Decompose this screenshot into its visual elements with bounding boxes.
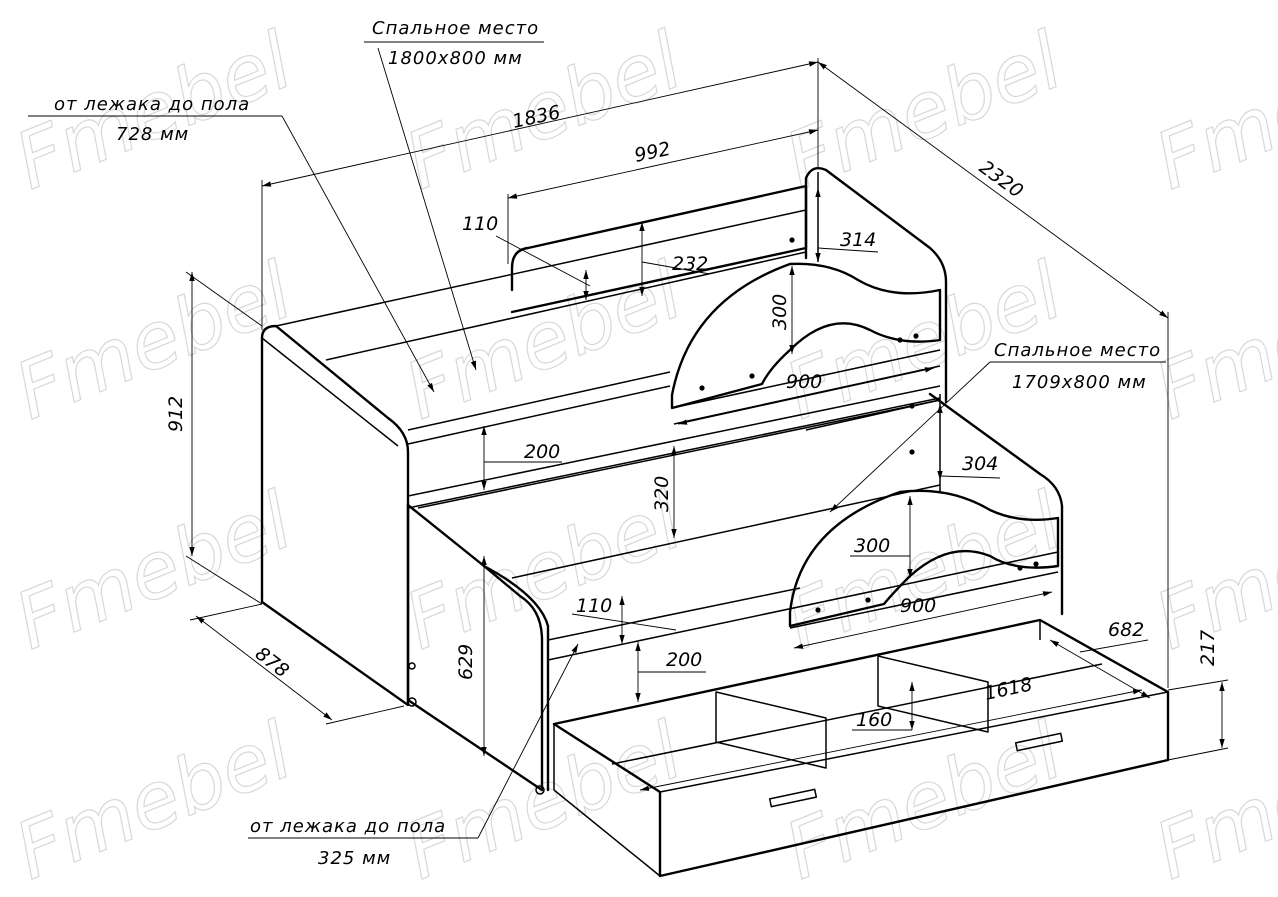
upper-sleep-size: 1800x800 мм (388, 48, 523, 69)
dim-drawer-divider: 160 (856, 709, 892, 731)
dim-lower-bumper-height: 300 (854, 535, 890, 557)
upper-floor-value: 728 мм (116, 124, 189, 145)
lower-sleep-size: 1709x800 мм (1012, 372, 1147, 393)
watermark: Fmebel (3, 246, 304, 437)
dim-between-beds: 320 (651, 476, 673, 512)
watermark: Fmebel (773, 476, 1074, 667)
dim-upper-back: 232 (672, 253, 708, 275)
left-end-panel (260, 324, 410, 707)
dim-width: 878 (251, 643, 293, 683)
dim-headboard-height: 314 (840, 229, 876, 251)
upper-sleep-title: Спальное место (372, 18, 539, 39)
dim-upper-rail: 110 (462, 213, 498, 235)
dimension-labels: 1836 2320 992 912 878 314 110 232 300 90… (165, 101, 1219, 731)
upper-floor-title: от лежака до пола (54, 94, 250, 115)
watermark: Fmebel (393, 706, 694, 897)
dim-lower-rail: 110 (576, 595, 612, 617)
lower-right-headboard (928, 392, 1064, 616)
dimension-lines (28, 41, 1229, 839)
dim-lower-headboard: 304 (962, 453, 998, 475)
dim-backrest-length: 992 (632, 138, 672, 167)
dim-upper-bumper-length: 900 (786, 371, 822, 393)
watermark: Fmebel (393, 246, 694, 437)
dim-drawer-height: 217 (1197, 630, 1219, 666)
notes: Спальное место 1800x800 мм от лежака до … (54, 18, 1161, 869)
drawer-divider (877, 655, 989, 733)
dim-drawer-length: 1618 (982, 673, 1034, 705)
watermark: Fmebel (1143, 246, 1278, 437)
upper-back-panel (510, 184, 808, 314)
watermark: Fmebel (1143, 16, 1278, 207)
dim-total-height: 912 (165, 396, 187, 432)
dim-lower-side: 200 (666, 649, 702, 671)
dim-drawer-depth: 682 (1108, 619, 1144, 641)
dim-upper-side: 200 (524, 441, 560, 463)
lower-floor-value: 325 мм (318, 848, 391, 869)
lower-floor-title: от лежака до пола (250, 816, 446, 837)
lower-bed-side (406, 503, 544, 792)
dim-lower-height: 629 (455, 644, 477, 680)
dim-upper-bumper-height: 300 (769, 294, 791, 330)
drawer-handle (768, 788, 818, 808)
watermark: Fmebel (3, 476, 304, 667)
lower-sleep-title: Спальное место (994, 340, 1161, 361)
dim-lower-bumper-length: 900 (900, 595, 936, 617)
lower-front-panel (406, 503, 550, 792)
watermark: Fmebel (773, 706, 1074, 897)
watermark: Fmebel (1143, 706, 1278, 897)
watermark: Fmebel (3, 706, 304, 897)
